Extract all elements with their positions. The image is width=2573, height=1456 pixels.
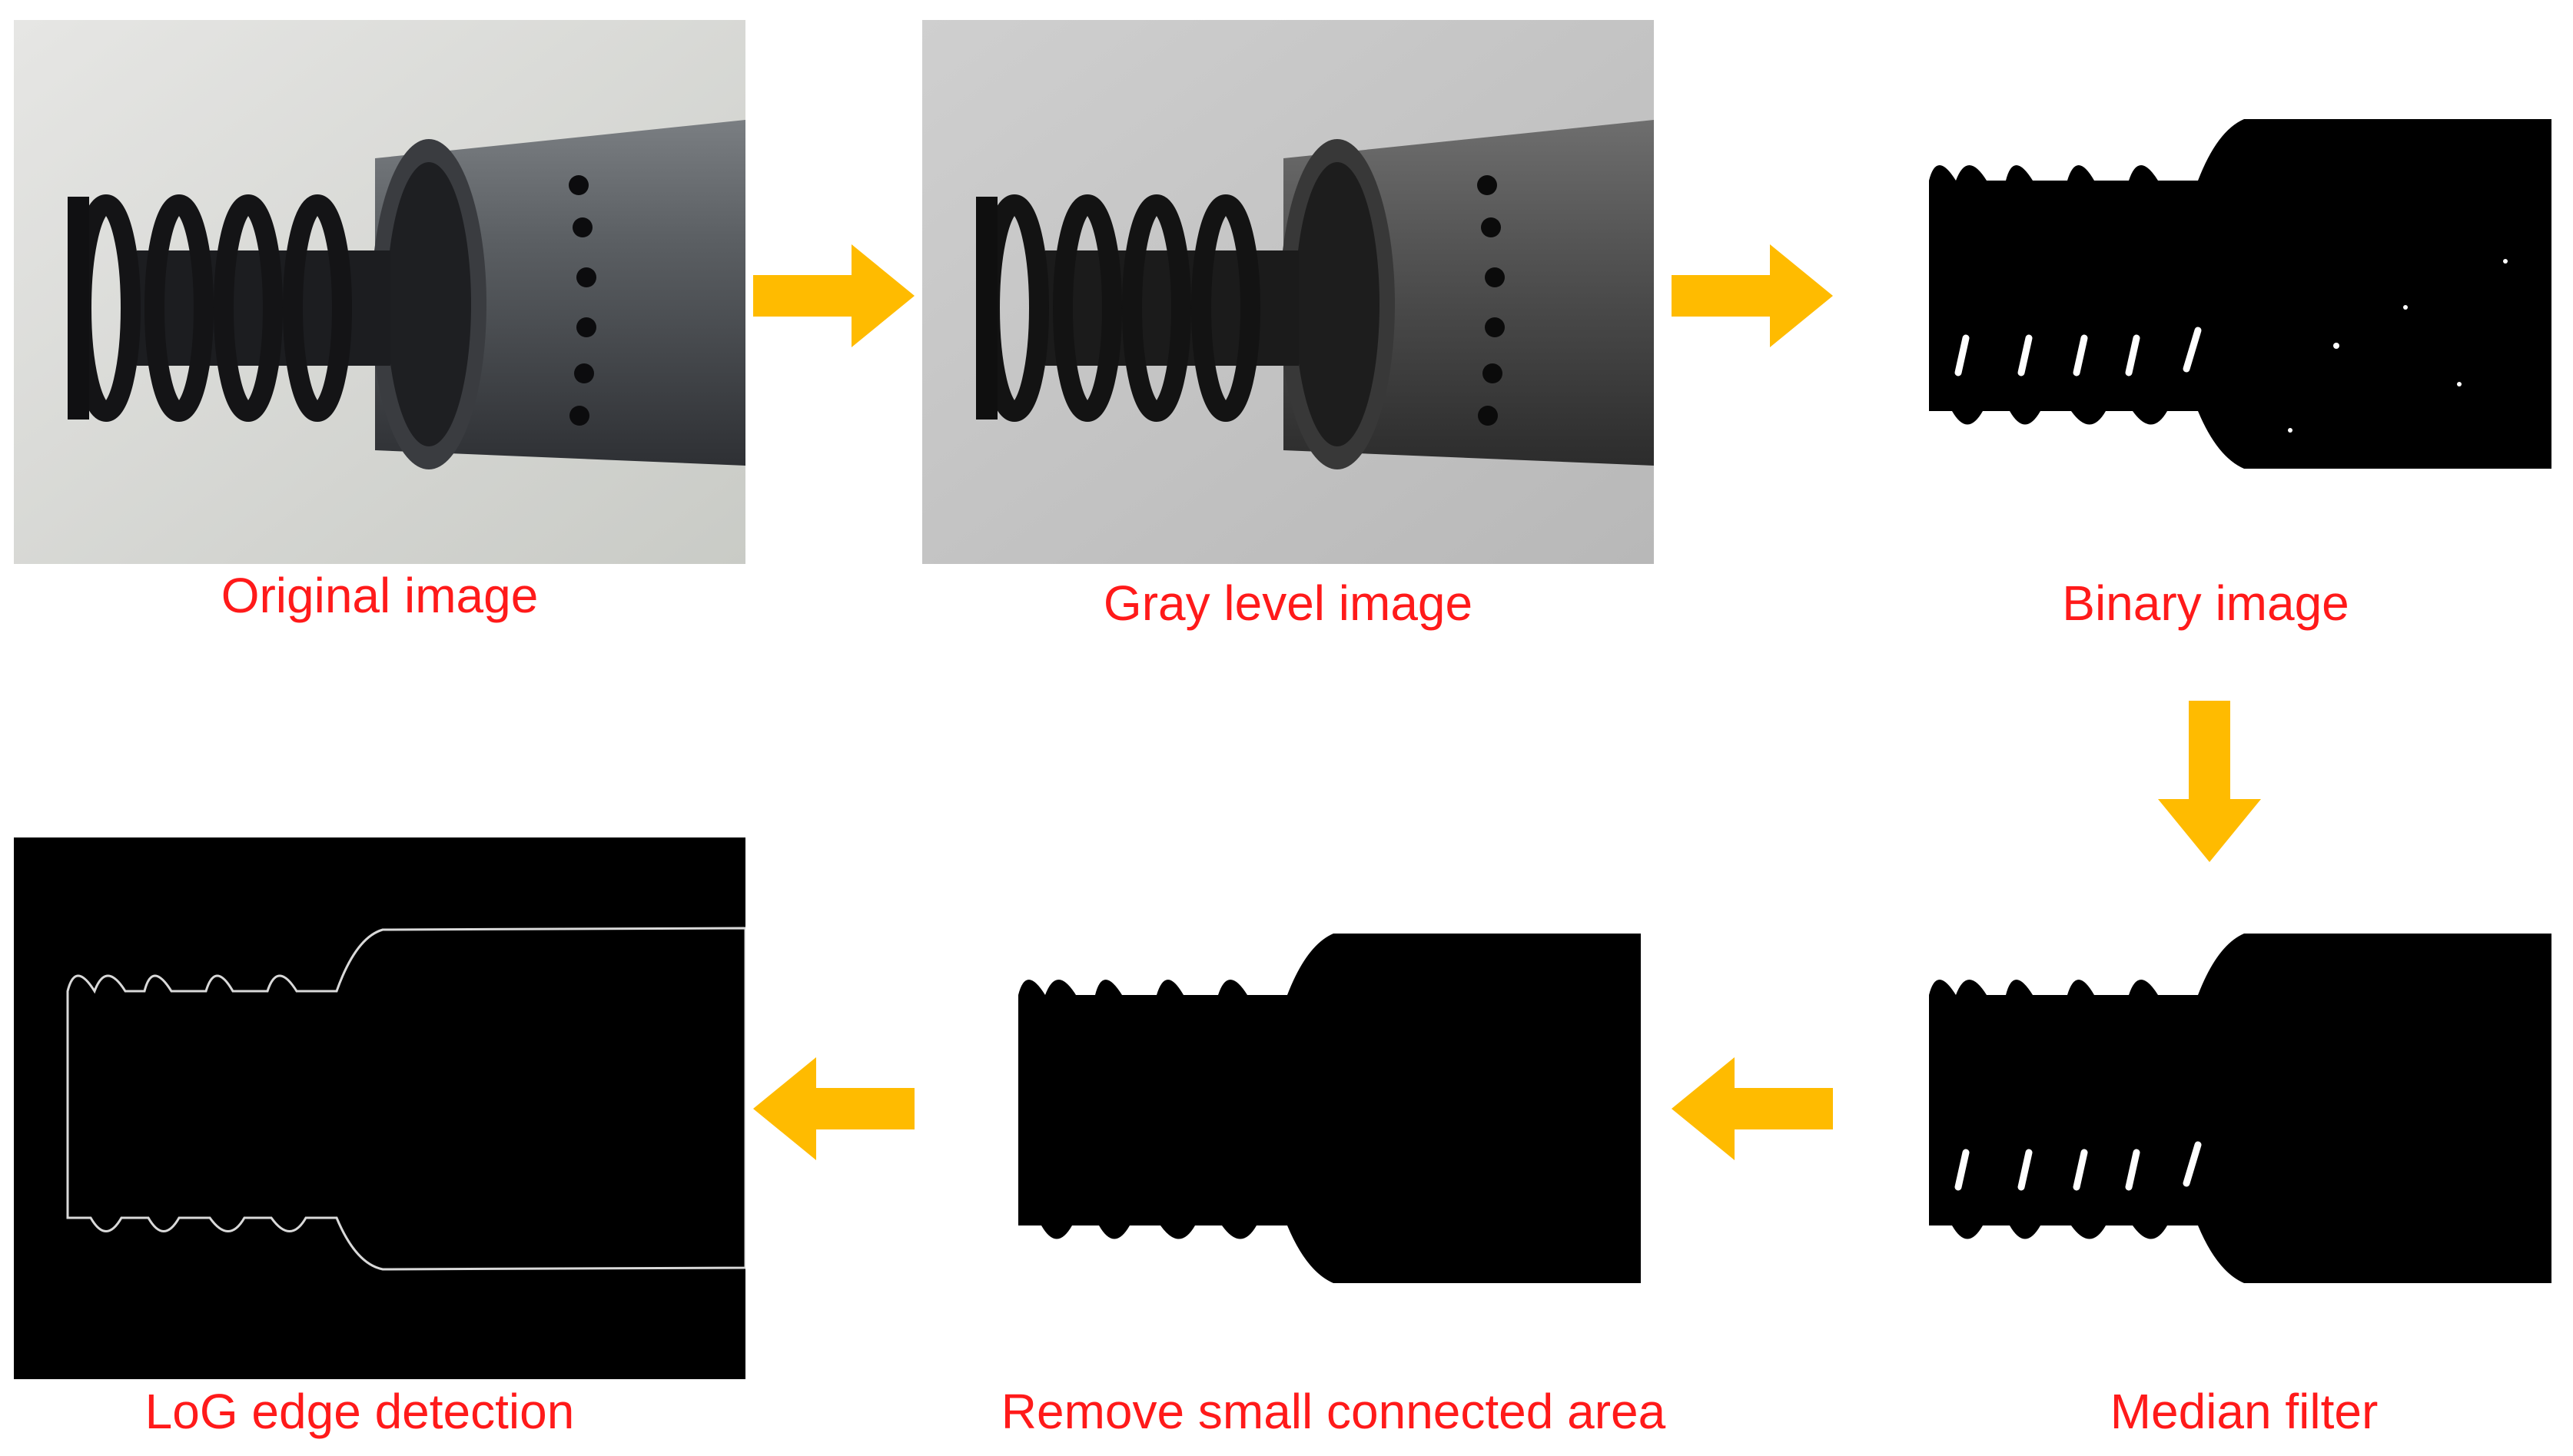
remove-small-area-image — [964, 922, 1662, 1306]
arrow-right-2 — [1672, 238, 1833, 353]
median-filter-image — [1875, 922, 2573, 1306]
log-edge-image — [14, 837, 745, 1379]
arrow-left-1 — [1672, 1051, 1833, 1166]
original-image — [14, 20, 745, 564]
arrow-down — [2152, 701, 2267, 862]
caption-original: Original image — [221, 568, 539, 623]
gray-level-image — [922, 20, 1654, 564]
binary-image — [1875, 108, 2573, 492]
caption-remove: Remove small connected area — [1001, 1384, 1666, 1439]
caption-binary: Binary image — [2062, 575, 2349, 631]
caption-gray: Gray level image — [1103, 575, 1473, 631]
arrow-right-1 — [753, 238, 915, 353]
caption-log: LoG edge detection — [144, 1384, 575, 1439]
arrow-left-2 — [753, 1051, 915, 1166]
caption-median: Median filter — [2110, 1384, 2379, 1439]
